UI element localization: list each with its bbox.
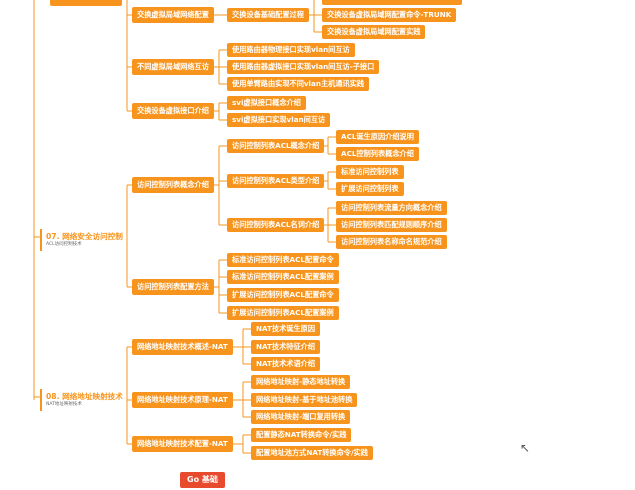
node-nat-pat[interactable]: 网络地址映射-端口复用转换 — [251, 410, 351, 424]
node-svi-concept[interactable]: svi虚拟接口概念介绍 — [227, 96, 306, 110]
node-acl-list-concept[interactable]: ACL控制列表概念介绍 — [336, 147, 419, 161]
section-08-subtitle: NAT地址映射技术 — [46, 402, 82, 407]
node-nat-static-cmd[interactable]: 配置静态NAT转换命令/实践 — [251, 428, 352, 442]
node-acl-std-case[interactable]: 标准访问控制列表ACL配置案例 — [227, 270, 339, 284]
node-acl-direction[interactable]: 访问控制列表流量方向概念介绍 — [336, 201, 447, 215]
section-07-subtitle: ACL访问控制技术 — [46, 242, 82, 247]
node-vlan-trunk[interactable]: 交换设备虚拟局域网配置命令-TRUNK — [322, 8, 457, 22]
node-nat-overview[interactable]: 网络地址映射技术概述-NAT — [132, 339, 233, 355]
node-router-on-stick[interactable]: 使用单臂路由实现不同vlan主机通讯实践 — [227, 77, 370, 91]
node-nat-principle[interactable]: 网络地址映射技术原理-NAT — [132, 392, 233, 408]
mouse-cursor-icon: ↖ — [520, 441, 531, 455]
section-07-root[interactable]: 07. 网络安全访问控制 ACL访问控制技术 — [40, 229, 127, 251]
node-router-subif[interactable]: 使用路由器虚拟接口实现vlan间互访-子接口 — [227, 60, 380, 74]
node-sec06-inter-vlan[interactable]: 不同虚拟局域网络互访 — [132, 59, 214, 75]
section-08-root[interactable]: 08. 网络地址映射技术 NAT地址映射技术 — [40, 389, 127, 411]
go-basics-node[interactable]: Go 基础 — [180, 472, 225, 488]
node-acl-std-cmd[interactable]: 标准访问控制列表ACL配置命令 — [227, 253, 339, 267]
node-acl-config-method[interactable]: 访问控制列表配置方法 — [132, 279, 214, 295]
node-nat-pool[interactable]: 网络地址映射-基于地址池转换 — [251, 393, 358, 407]
node-switch-basic-config[interactable]: 交换设备基础配置过程 — [227, 8, 309, 22]
node-sec06-switch-vlan-config[interactable]: 交换虚拟局域网络配置 — [132, 7, 214, 23]
node-nat-static[interactable]: 网络地址映射-静态地址转换 — [251, 375, 351, 389]
node-nat-origin[interactable]: NAT技术诞生原因 — [251, 322, 321, 336]
node-acl-ext-case[interactable]: 扩展访问控制列表ACL配置案例 — [227, 306, 339, 320]
node-nat-terms[interactable]: NAT技术术语介绍 — [251, 357, 321, 371]
node-sec06-svi[interactable]: 交换设备虚拟接口介绍 — [132, 103, 214, 119]
node-acl-terms[interactable]: 访问控制列表ACL名词介绍 — [227, 218, 325, 232]
node-remnant-a[interactable] — [322, 0, 462, 5]
node-router-physical[interactable]: 使用路由器物理接口实现vlan间互访 — [227, 43, 355, 57]
node-vlan-practice[interactable]: 交换设备虚拟局域网配置实践 — [322, 25, 426, 39]
node-acl-extended[interactable]: 扩展访问控制列表 — [336, 182, 404, 196]
node-acl-concept-intro[interactable]: 访问控制列表ACL概念介绍 — [227, 139, 325, 153]
node-acl-ext-cmd[interactable]: 扩展访问控制列表ACL配置命令 — [227, 288, 339, 302]
node-acl-match-order[interactable]: 访问控制列表匹配规则顺序介绍 — [336, 218, 447, 232]
section-08-title: 08. 网络地址映射技术 — [46, 392, 123, 401]
node-acl-type[interactable]: 访问控制列表ACL类型介绍 — [227, 174, 325, 188]
node-svi-intervlan[interactable]: svi虚拟接口实现vlan间互访 — [227, 113, 331, 127]
node-acl-concept[interactable]: 访问控制列表概念介绍 — [132, 177, 214, 193]
node-nat-features[interactable]: NAT技术特征介绍 — [251, 340, 321, 354]
node-remnant-top[interactable] — [50, 0, 122, 6]
node-acl-origin[interactable]: ACL诞生原因介绍说明 — [336, 130, 419, 144]
node-nat-config[interactable]: 网络地址映射技术配置-NAT — [132, 436, 233, 452]
node-acl-standard[interactable]: 标准访问控制列表 — [336, 165, 404, 179]
section-07-title: 07. 网络安全访问控制 — [46, 232, 123, 241]
node-acl-naming[interactable]: 访问控制列表名称命名规范介绍 — [336, 235, 447, 249]
node-nat-pool-cmd[interactable]: 配置地址池方式NAT转换命令/实践 — [251, 446, 373, 460]
